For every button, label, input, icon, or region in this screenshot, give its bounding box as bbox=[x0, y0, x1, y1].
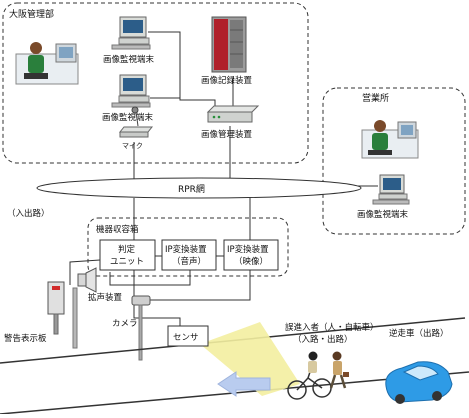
sensor-box bbox=[167, 325, 209, 347]
warning-sign-icon bbox=[47, 281, 65, 335]
monitor-terminal-1-label: 画像監視端末 bbox=[103, 54, 155, 65]
detection-zone bbox=[200, 322, 300, 396]
image-manager-label: 画像管理装置 bbox=[201, 129, 253, 140]
wrong-way-car-label: 逆走車（出路） bbox=[389, 328, 449, 339]
pedestrian-icon bbox=[329, 351, 349, 389]
loudspeaker-label: 拡声装置 bbox=[88, 292, 123, 303]
microphone-label: マイク bbox=[122, 142, 143, 150]
image-recorder-icon bbox=[211, 16, 247, 73]
monitor-terminal-2-label: 画像監視端末 bbox=[102, 112, 154, 123]
wrong-entry-label-1: 誤進入者（人・自転車） bbox=[285, 322, 379, 333]
camera-icon bbox=[131, 295, 151, 361]
monitor-terminal-office-icon bbox=[372, 174, 410, 205]
monitor-terminal-2-icon bbox=[111, 74, 151, 108]
equipment-box-zone bbox=[87, 217, 289, 277]
cyclist-icon bbox=[287, 351, 332, 400]
monitor-terminal-office-label: 画像監視端末 bbox=[357, 209, 409, 220]
office-operator-icon bbox=[361, 120, 419, 159]
judgment-unit-box bbox=[99, 239, 156, 271]
wrong-entry-label-2: （入路・出路） bbox=[293, 334, 353, 345]
sensor-label: センサ bbox=[173, 333, 199, 343]
loudspeaker-icon bbox=[77, 267, 97, 293]
operator-icon bbox=[15, 42, 79, 85]
rpr-ring-label: RPR網 bbox=[178, 183, 205, 195]
warning-sign-label: 警告表示板 bbox=[4, 333, 47, 344]
osaka-hq-label: 大阪管理部 bbox=[9, 8, 54, 20]
equipment-box-label: 機器収容箱 bbox=[96, 224, 139, 235]
microphone-icon bbox=[118, 106, 154, 138]
ip-converter-audio-label-2: （音声） bbox=[172, 256, 206, 267]
car-icon bbox=[385, 361, 453, 404]
judgment-unit-label-2: ユニット bbox=[110, 257, 144, 267]
sales-office-label: 営業所 bbox=[362, 92, 389, 104]
speaker-pole bbox=[72, 287, 78, 349]
monitor-terminal-1-icon bbox=[111, 16, 151, 50]
ip-converter-video-box bbox=[223, 239, 279, 271]
image-manager-icon bbox=[206, 105, 260, 123]
ip-converter-audio-box bbox=[161, 239, 217, 271]
ip-converter-video-label-1: IP変換装置 bbox=[227, 244, 269, 255]
ip-converter-audio-label-1: IP変換装置 bbox=[165, 244, 207, 255]
image-recorder-label: 画像記録装置 bbox=[201, 75, 253, 86]
judgment-unit-label-1: 判定 bbox=[118, 244, 136, 255]
entry-exit-label: （入出路） bbox=[7, 208, 50, 219]
camera-label: カメラ bbox=[112, 319, 138, 329]
sales-office-zone bbox=[322, 87, 466, 235]
osaka-hq-zone bbox=[2, 2, 309, 164]
connection-lines bbox=[69, 31, 378, 326]
direction-arrow bbox=[217, 371, 271, 397]
rpr-ring bbox=[36, 177, 362, 199]
ip-converter-video-label-2: （映像） bbox=[234, 256, 268, 267]
